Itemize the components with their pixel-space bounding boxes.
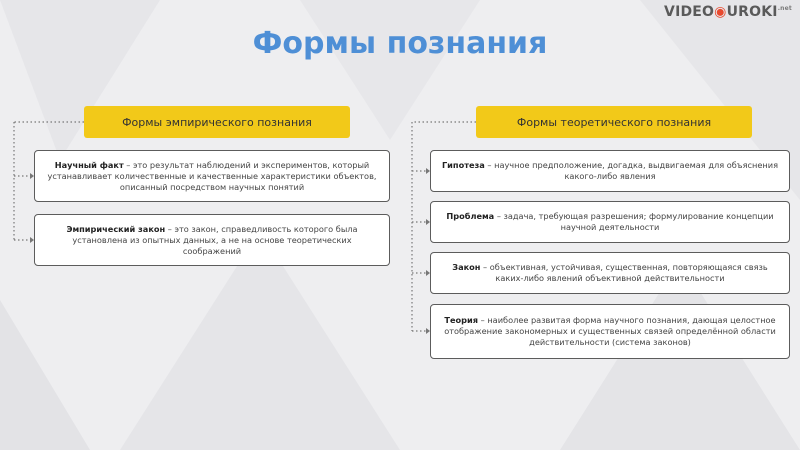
empirical-header-label: Формы эмпирического познания bbox=[122, 115, 312, 129]
card-term: Проблема bbox=[446, 211, 495, 221]
card-term: Закон bbox=[452, 262, 481, 272]
card-content: Гипотеза – научное предположение, догадк… bbox=[441, 160, 779, 182]
theoretical-header: Формы теоретического познания bbox=[476, 106, 752, 138]
theoretical-card-hypothesis: Гипотеза – научное предположение, догадк… bbox=[430, 150, 790, 192]
logo-o-icon: ◉ bbox=[714, 4, 727, 20]
card-term: Теория bbox=[444, 315, 479, 325]
theoretical-card-theory: Теория – наиболее развитая форма научног… bbox=[430, 304, 790, 359]
card-text: – задача, требующая разрешения; формулир… bbox=[494, 211, 774, 232]
card-content: Эмпирический закон – это закон, справедл… bbox=[45, 224, 379, 257]
empirical-header: Формы эмпирического познания bbox=[84, 106, 350, 138]
card-text: – наиболее развитая форма научного позна… bbox=[444, 315, 776, 347]
card-content: Проблема – задача, требующая разрешения;… bbox=[441, 211, 779, 233]
card-content: Теория – наиболее развитая форма научног… bbox=[441, 315, 779, 348]
logo-text-main: VIDEO bbox=[664, 4, 715, 20]
card-term: Эмпирический закон bbox=[66, 223, 166, 234]
theoretical-card-law: Закон – объективная, устойчивая, существ… bbox=[430, 252, 790, 294]
card-text: – это результат наблюдений и эксперимент… bbox=[47, 159, 377, 192]
empirical-card-empirical-law: Эмпирический закон – это закон, справедл… bbox=[34, 214, 390, 266]
card-term: Гипотеза bbox=[441, 160, 485, 170]
logo-text-second: UROKI bbox=[726, 4, 778, 20]
page-title: Формы познания bbox=[252, 26, 548, 61]
empirical-card-scientific-fact: Научный факт – это результат наблюдений … bbox=[34, 150, 390, 202]
card-content: Закон – объективная, устойчивая, существ… bbox=[441, 262, 779, 284]
card-term: Научный факт bbox=[54, 159, 124, 170]
logo-suffix: .net bbox=[777, 5, 792, 12]
card-text: – это закон, справедливость которого был… bbox=[72, 223, 358, 256]
videouroki-logo: VIDEO◉UROKI.net bbox=[664, 4, 792, 20]
card-text: – объективная, устойчивая, существенная,… bbox=[480, 262, 768, 283]
card-text: – научное предположение, догадка, выдвиг… bbox=[484, 160, 779, 181]
card-content: Научный факт – это результат наблюдений … bbox=[45, 160, 379, 193]
theoretical-card-problem: Проблема – задача, требующая разрешения;… bbox=[430, 201, 790, 243]
theoretical-header-label: Формы теоретического познания bbox=[516, 115, 712, 129]
